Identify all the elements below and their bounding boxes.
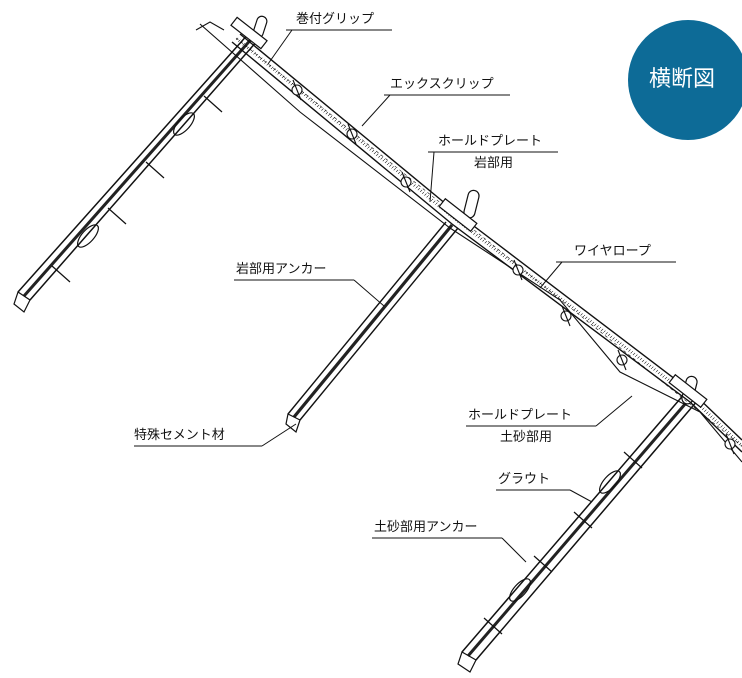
leader-lines [134, 29, 676, 563]
right-soil-anchor [457, 375, 699, 673]
label-cement: 特殊セメント材 [134, 428, 225, 443]
label-hold-plate-soil: ホールドプレート [468, 408, 573, 423]
label-soil-anchor: 土砂部用アンカー [374, 520, 478, 535]
label-hold-plate-rock-sub: 岩部用 [474, 156, 514, 171]
label-x-clip: エックスクリップ [390, 77, 494, 92]
badge-title: 横断図 [648, 67, 715, 92]
hold-plates [230, 16, 708, 409]
label-hold-plate-rock: ホールドプレート [438, 134, 543, 149]
wire-rope [195, 21, 742, 463]
label-rock-anchor: 岩部用アンカー [236, 262, 327, 277]
cross-section-badge: 横断図 [628, 20, 742, 140]
label-wrap-grip: 巻付グリップ [296, 12, 375, 27]
label-grout: グラウト [498, 472, 551, 487]
label-wire-rope: ワイヤロープ [574, 244, 651, 259]
x-clips [291, 79, 736, 455]
rock-anchor [285, 189, 480, 434]
label-hold-plate-soil-sub: 土砂部用 [500, 430, 553, 445]
left-soil-anchor [13, 15, 268, 313]
